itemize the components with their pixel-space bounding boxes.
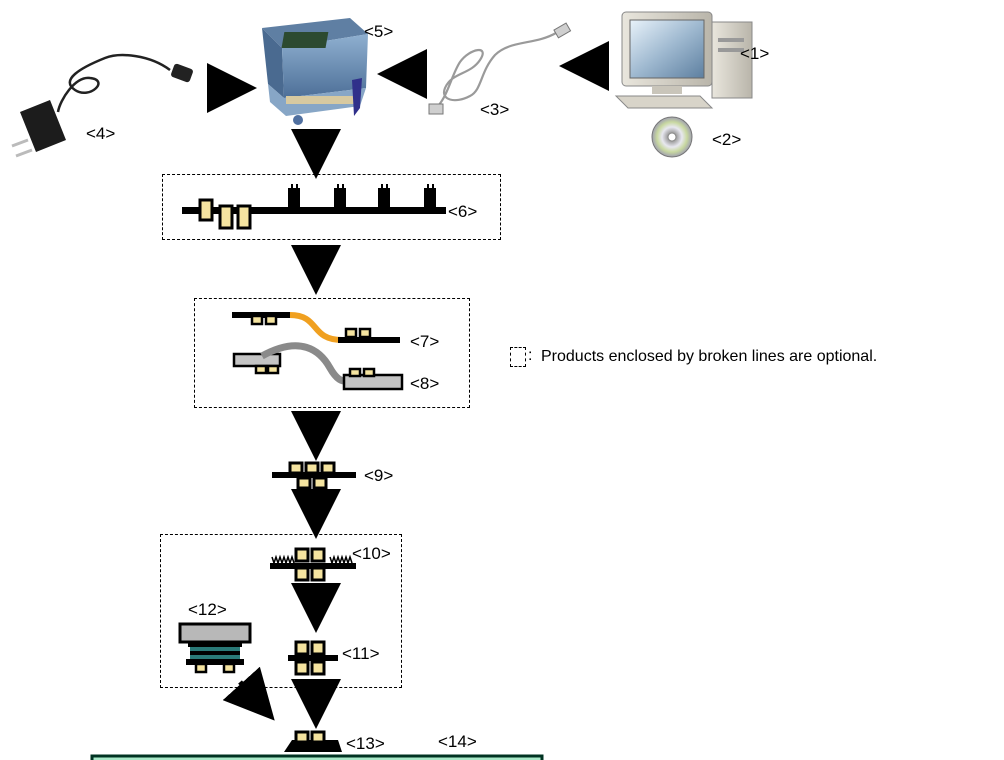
optional-box-10-12	[160, 534, 402, 688]
target-board-14	[90, 754, 544, 760]
adapter-11	[288, 640, 338, 676]
label-3: <3>	[480, 100, 510, 119]
ac-adapter-icon	[11, 53, 193, 158]
legend-text: Products enclosed by broken lines are op…	[541, 348, 878, 365]
adapter-9	[272, 461, 356, 490]
label-8: <8>	[410, 374, 440, 393]
personal-computer-icon	[614, 11, 753, 109]
label-7: <7>	[410, 332, 440, 351]
label-11: <11>	[342, 644, 380, 663]
optional-box-7-8	[194, 298, 470, 408]
label-14: <14>	[438, 732, 477, 751]
label-6: <6>	[448, 202, 478, 221]
adapter-10	[270, 547, 356, 582]
label-2: <2>	[712, 130, 742, 149]
target-connector-13	[284, 730, 342, 752]
label-5: <5>	[364, 22, 394, 41]
emulator-unit-icon	[262, 18, 368, 125]
legend-colon: :	[528, 347, 533, 364]
arrows	[207, 41, 609, 729]
optional-box-6	[162, 174, 501, 240]
label-12: <12>	[188, 600, 227, 619]
flexible-cable-8	[232, 342, 404, 391]
flexible-cable-7	[232, 312, 400, 343]
label-1: <1>	[740, 44, 770, 63]
label-13: <13>	[346, 734, 385, 753]
label-10: <10>	[352, 544, 391, 563]
legend-dashed-icon	[510, 347, 526, 367]
cd-rom-icon	[651, 116, 693, 158]
label-4: <4>	[86, 124, 116, 143]
socket-12	[178, 622, 252, 674]
label-9: <9>	[364, 466, 394, 485]
flexible-cable-6	[182, 184, 446, 230]
usb-cable-icon	[428, 22, 572, 115]
